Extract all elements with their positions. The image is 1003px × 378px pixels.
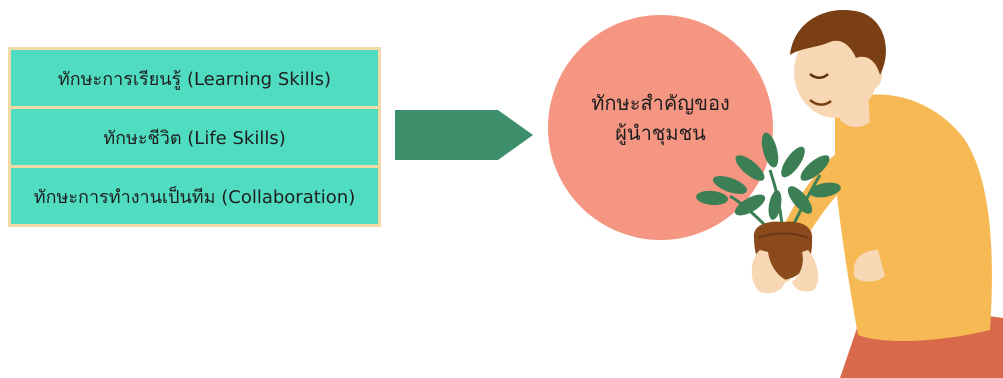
central-topic-circle: ทักษะสำคัญของ ผู้นำชุมชน [548, 15, 773, 240]
hand-right [792, 250, 819, 292]
central-topic-line-1: ทักษะสำคัญของ [591, 90, 730, 115]
skills-list: ทักษะการเรียนรู้ (Learning Skills) ทักษะ… [8, 47, 381, 227]
hand-left [751, 250, 786, 294]
skill-learning: ทักษะการเรียนรู้ (Learning Skills) [11, 50, 378, 106]
arrow-right-icon [395, 110, 533, 160]
arm-right [876, 150, 986, 280]
person-with-plant-illustration [696, 9, 1003, 378]
skill-collaboration: ทักษะการทำงานเป็นทีม (Collaboration) [11, 168, 378, 224]
central-topic-line-2: ผู้นำชุมชน [615, 120, 706, 145]
central-topic-label: ทักษะสำคัญของ ผู้นำชุมชน [576, 88, 746, 148]
hair [790, 9, 886, 75]
plant-leaves [696, 132, 841, 220]
skill-life: ทักษะชีวิต (Life Skills) [11, 109, 378, 165]
